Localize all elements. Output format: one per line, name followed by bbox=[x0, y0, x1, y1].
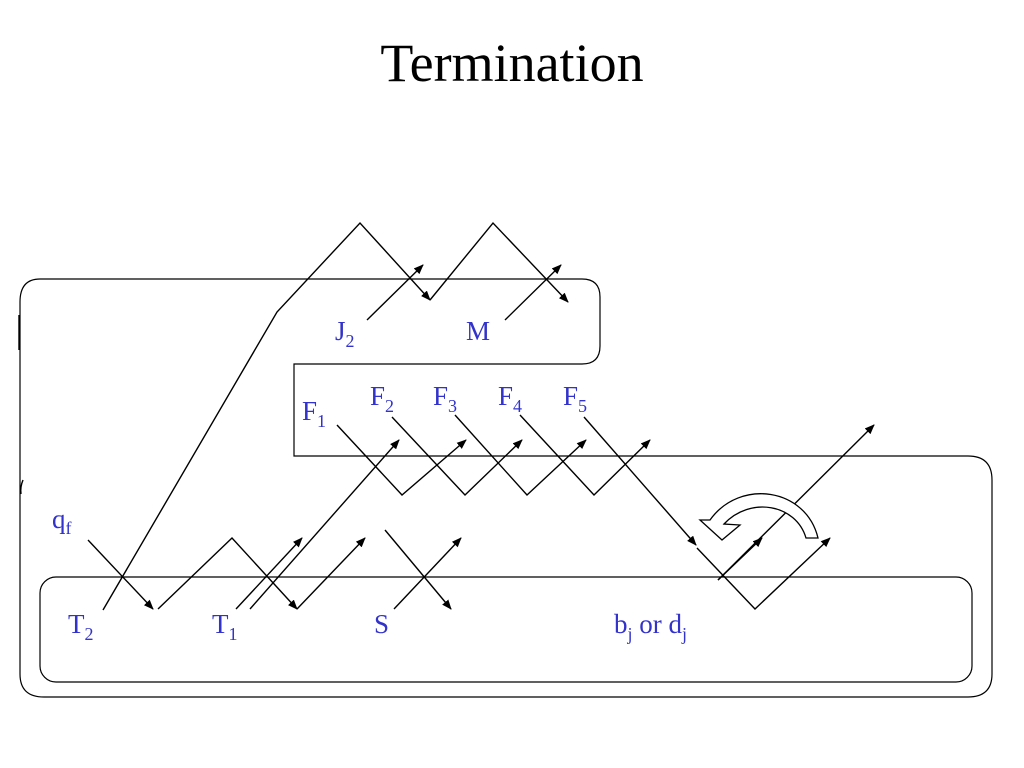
label-qf: qf bbox=[52, 504, 72, 538]
arrow-group bbox=[87, 221, 875, 611]
arrow-m bbox=[504, 264, 562, 321]
arrow-qf bbox=[87, 539, 154, 610]
label-t2: T2 bbox=[68, 609, 94, 644]
label-f2: F2 bbox=[370, 381, 394, 416]
arrow-t1-a bbox=[235, 537, 303, 610]
inner-region bbox=[39, 576, 973, 683]
outer-region bbox=[19, 278, 993, 698]
label-t1: T1 bbox=[212, 609, 238, 644]
arrow-bj-long bbox=[717, 424, 875, 581]
arrow-f2 bbox=[391, 416, 523, 496]
arrow-t1-b bbox=[296, 537, 366, 610]
label-bj-or-dj: bj or dj bbox=[614, 609, 687, 644]
arrow-f1 bbox=[336, 424, 467, 496]
label-f1: F1 bbox=[302, 396, 326, 431]
arrow-j2 bbox=[366, 264, 424, 321]
label-f4: F4 bbox=[498, 381, 522, 416]
arrow-f5 bbox=[583, 416, 697, 546]
arrow-t1-zigzag bbox=[157, 536, 298, 610]
arrow-f3 bbox=[454, 414, 587, 496]
curved-return-arrow-icon bbox=[698, 493, 819, 541]
arrow-f4 bbox=[519, 414, 651, 497]
diagram-labels: J2 M F1 F2 F3 F4 F5 qf T2 T1 S bj or dj bbox=[52, 316, 687, 644]
arrow-top-zigzag bbox=[429, 221, 569, 303]
arrow-t1-long bbox=[249, 439, 400, 610]
arrow-s-up bbox=[393, 537, 462, 610]
label-f5: F5 bbox=[563, 381, 587, 416]
left-tick-lower bbox=[20, 479, 24, 495]
arrow-bj-zigzag bbox=[696, 537, 831, 610]
label-j2: J2 bbox=[335, 316, 355, 351]
arrow-t2-up bbox=[102, 221, 431, 611]
label-s: S bbox=[374, 609, 389, 639]
label-m: M bbox=[466, 316, 490, 346]
label-f3: F3 bbox=[433, 381, 457, 416]
slide-title: Termination bbox=[380, 33, 644, 93]
arrow-s-down bbox=[384, 529, 452, 610]
